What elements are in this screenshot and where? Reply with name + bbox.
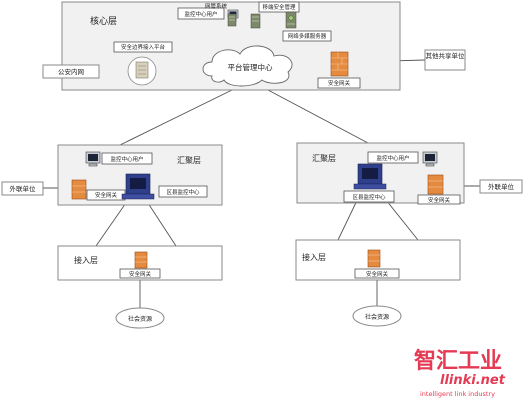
- agg-right-monitor-user: 监控中心用户: [367, 151, 438, 167]
- core-access-platform: 安全边界接入平台: [113, 41, 173, 86]
- watermark-tagline: intelligent link industry: [420, 390, 495, 398]
- agg-layer-left: 汇聚层 监控中心用户 安全网关: [57, 144, 223, 206]
- agg-left-title: 汇聚层: [177, 156, 201, 165]
- police-net-box: [42, 64, 100, 79]
- access-left-social-ellipse: [115, 307, 165, 329]
- desktop-computer-icon: [85, 151, 101, 167]
- server-icon: [227, 13, 237, 27]
- agg-left-monitor-user-label: 监控中心用户: [110, 155, 143, 163]
- platform-management-cloud: 平台管理中心: [202, 45, 293, 87]
- outside-right-box: [479, 179, 523, 194]
- access-left-gateway-label: 安全网关: [129, 270, 152, 278]
- agg-right-monitor-user-label: 监控中心用户: [376, 154, 409, 162]
- agg-right-center-label: 区县监控中心: [352, 193, 386, 201]
- outside-left-box: [1, 181, 44, 196]
- watermark-cn: 智汇工业: [414, 348, 502, 374]
- agg-right-center-box: [343, 190, 395, 203]
- agg-right-monitor-user-box: [367, 151, 419, 164]
- firewall-icon: [427, 174, 444, 195]
- link-agg-left-down-1: [95, 199, 129, 247]
- core-video-server-label-box: [282, 30, 332, 42]
- core-layer: 核心层 监控中心用户 网管系统 移端安全管理: [61, 1, 401, 91]
- firewall-icon: [367, 249, 381, 268]
- access-right-social-ellipse: [352, 305, 402, 327]
- workstation-icon: [353, 163, 387, 190]
- core-mobile-security-label-box: [258, 1, 300, 13]
- watermark-logo: 智汇工业 llinki.net intelligent link industr…: [414, 348, 506, 398]
- external-outside-right: 外联单位: [479, 179, 523, 194]
- core-video-server-label: 网络多媒服务器: [288, 32, 327, 40]
- core-network-system: 网管系统: [205, 2, 237, 27]
- access-right-title: 接入层: [302, 252, 326, 262]
- external-outside-left: 外联单位: [1, 181, 44, 196]
- agg-left-monitor-user: 监控中心用户: [85, 151, 153, 167]
- platform-management-label: 平台管理中心: [228, 62, 273, 72]
- desktop-computer-icon: [422, 151, 438, 167]
- core-monitor-user-label: 监控中心用户: [184, 10, 217, 18]
- agg-left-center: 区县监控中心: [121, 173, 208, 200]
- access-layer-left: 接入层 安全网关 社会资源: [57, 245, 223, 329]
- core-access-platform-label: 安全边界接入平台: [121, 43, 166, 51]
- core-gateway-label: 安全网关: [328, 79, 351, 87]
- workstation-icon: [121, 173, 155, 200]
- agg-right-gateway: 安全网关: [417, 174, 461, 205]
- firewall-icon: [71, 179, 87, 200]
- core-network-system-label: 网管系统: [205, 2, 228, 10]
- agg-left-monitor-user-box: [101, 152, 153, 165]
- server-icon: [285, 11, 297, 29]
- access-left-social-label: 社会资源: [128, 315, 152, 323]
- external-shared-units: 其他共享单位: [424, 49, 466, 71]
- agg-left-gateway-label: 安全网关: [95, 191, 118, 199]
- police-net-label: 公安内网: [58, 67, 84, 76]
- firewall-icon: [330, 51, 349, 77]
- access-left-title: 接入层: [74, 255, 98, 265]
- firewall-icon: [134, 251, 148, 269]
- cloud-icon: [202, 45, 293, 87]
- link-agg-left-down-2: [145, 199, 177, 247]
- core-gateway-label-box: [317, 77, 361, 89]
- core-layer-title: 核心层: [90, 15, 117, 27]
- agg-right-center: 区县监控中心: [343, 163, 395, 203]
- watermark-url: llinki.net: [440, 373, 506, 388]
- access-left-gateway-box: [119, 268, 161, 279]
- access-right-gateway-box: [354, 268, 400, 279]
- agg-right-title: 汇聚层: [312, 154, 336, 163]
- agg-layer-right: 汇聚层 监控中心用户 区县监控中心: [296, 142, 465, 205]
- link-core-to-agg-right: [267, 89, 369, 144]
- shared-units-label: 其他共享单位: [426, 51, 466, 60]
- core-video-server: 网络多媒服务器: [282, 11, 332, 42]
- agg-left-center-box: [158, 185, 208, 198]
- outside-left-label: 外联单位: [10, 184, 37, 193]
- agg-left-gateway: 安全网关: [71, 179, 126, 201]
- access-right-social-label: 社会资源: [365, 313, 389, 321]
- outside-right-label: 外联单位: [488, 182, 515, 191]
- agg-left-center-label: 区县监控中心: [166, 188, 200, 196]
- core-monitor-user-label-box: [177, 7, 225, 20]
- core-gateway: 安全网关: [317, 51, 361, 89]
- link-core-to-agg-left: [119, 89, 233, 146]
- access-server-icon: [127, 56, 157, 86]
- agg-right-gateway-label: 安全网关: [428, 196, 451, 204]
- access-layer-right: 接入层 安全网关 社会资源: [295, 239, 461, 327]
- core-access-platform-label-box: [113, 41, 173, 53]
- core-mobile-security-label: 移端安全管理: [262, 3, 296, 11]
- access-right-gateway-label: 安全网关: [366, 270, 389, 278]
- shared-units-box: [424, 49, 466, 71]
- external-police-net: 公安内网: [42, 64, 100, 79]
- core-mobile-security: 移端安全管理: [250, 1, 300, 29]
- server-icon: [250, 13, 261, 29]
- agg-right-gateway-box: [417, 194, 461, 205]
